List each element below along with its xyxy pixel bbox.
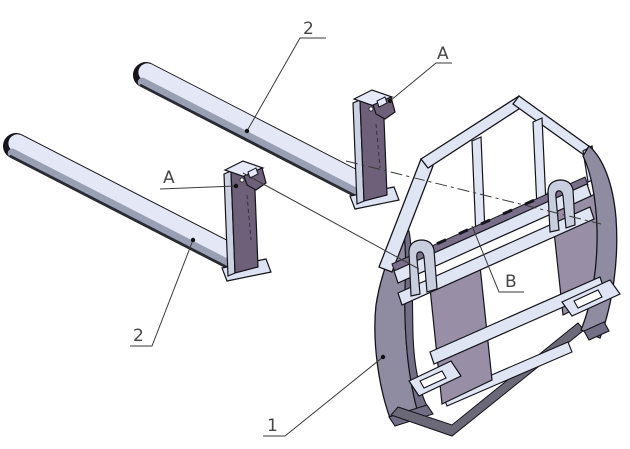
- fork-upper-blade-top: [138, 63, 380, 197]
- leader-dots: [190, 98, 393, 360]
- fork-upper-blade-edge: [139, 84, 366, 202]
- frame-mid-rail: [397, 206, 595, 306]
- leader-rail-notch-detail: [471, 225, 524, 293]
- alignment-line-upper-fork: [345, 160, 602, 225]
- frame-bottom-band: [390, 322, 585, 437]
- frame-left-hanger-hook: [408, 239, 438, 297]
- leader-fork-upper: [246, 37, 326, 132]
- fork-upper-hook-cap: [352, 89, 394, 107]
- leader-hanger-lower: [159, 185, 237, 190]
- fork-lower-blade-top: [8, 134, 253, 269]
- carriage-frame: [374, 95, 621, 437]
- callout-hanger-upper-label: A: [437, 44, 449, 64]
- leader-fork-lower: [130, 239, 194, 347]
- frame-guard-left-slope-rail: [378, 158, 434, 273]
- callout-fork-lower-label: 2: [133, 326, 144, 346]
- frame-hanger-rail-top-band: [391, 176, 589, 273]
- frame-hanger-rail-face: [393, 183, 592, 284]
- frame-guard-bar-2: [532, 117, 547, 209]
- frame-right-plate-foot: [583, 321, 610, 341]
- callout-fork-upper-label: 2: [303, 19, 314, 39]
- fork-lower-hidden-line: [246, 194, 252, 241]
- leader-hanger-upper: [389, 62, 452, 102]
- fork-lower-blade-side: [7, 148, 243, 274]
- fork-upper-hook-notch: [376, 96, 388, 108]
- fork-upper: [133, 62, 400, 210]
- frame-guard-top-rail-right: [512, 95, 591, 156]
- alignment-line-lower-fork: [242, 172, 420, 270]
- frame-right-bottom-bracket-slot: [573, 289, 603, 309]
- frame-right-hanger-hook: [547, 179, 576, 233]
- callout-frame-label: 1: [267, 416, 278, 436]
- fork-lower-hook-cap: [223, 160, 265, 178]
- leader-carriage-frame: [263, 356, 384, 437]
- fork-lower-hook-pin: [239, 177, 245, 183]
- fork-upper-hidden-line: [375, 123, 381, 169]
- callout-rail-notch-label: B: [505, 272, 517, 292]
- callout-leaders: [130, 37, 524, 437]
- fork-lower-blade-edge: [9, 154, 238, 274]
- frame-left-bottom-bracket-slot: [419, 370, 447, 389]
- fork-upper-hook-pin: [368, 106, 374, 112]
- fork-lower: [3, 133, 272, 282]
- callout-hanger-lower-label: A: [163, 168, 175, 188]
- fork-upper-blade-side: [137, 77, 370, 202]
